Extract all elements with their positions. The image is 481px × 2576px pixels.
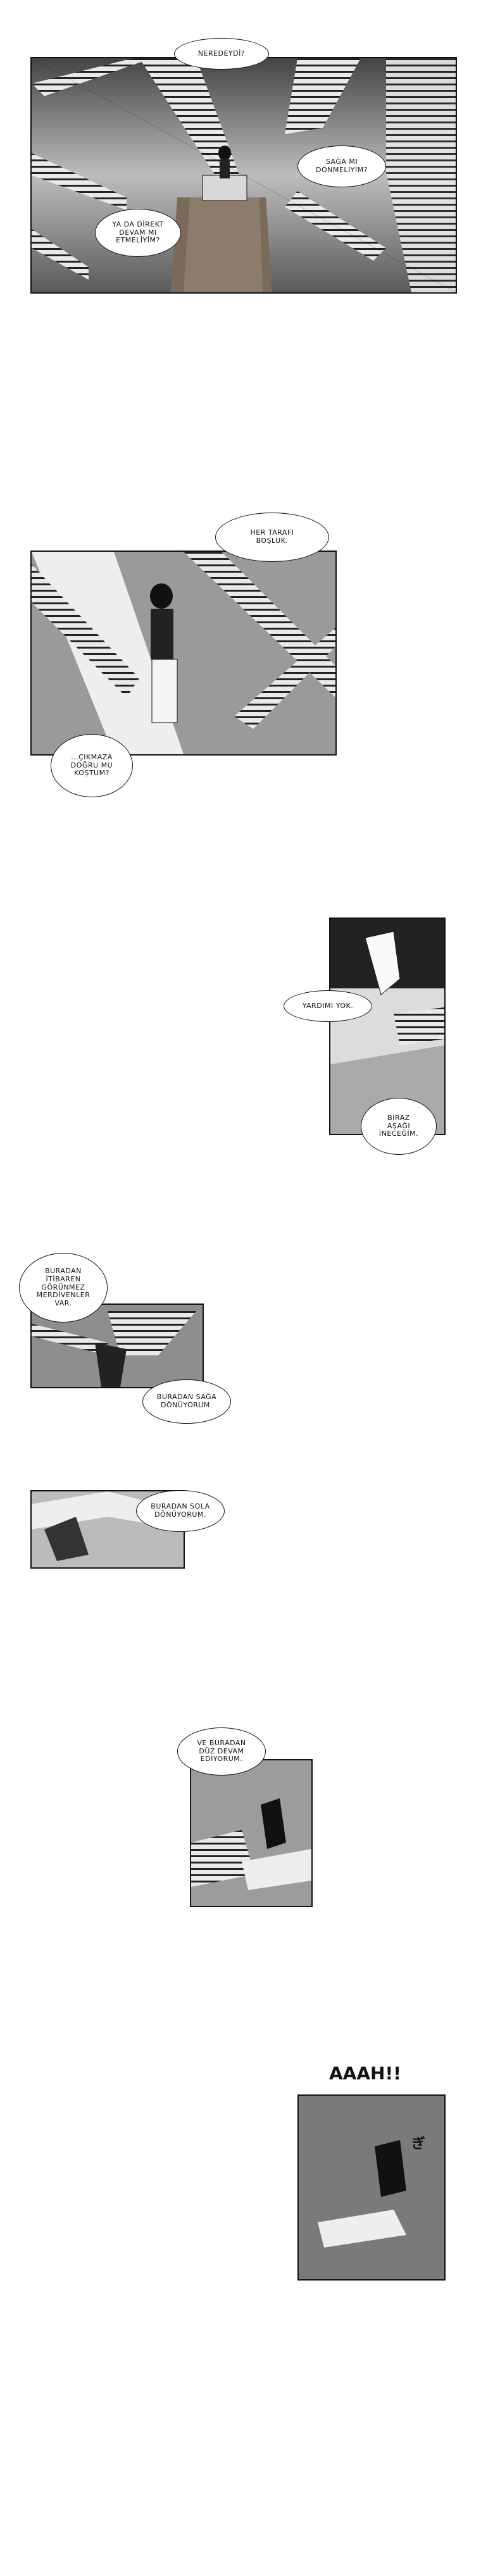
panel-1-art xyxy=(32,58,456,292)
panel-2-art xyxy=(32,552,335,754)
speech-bubble: BURADAN SAĞA DÖNÜYORUM. xyxy=(142,1379,231,1424)
comic-panel-3 xyxy=(329,918,446,1135)
speech-bubble: YARDIMI YOK. xyxy=(284,990,372,1022)
comic-panel-2 xyxy=(30,551,337,756)
speech-bubble: YA DA DİREKT DEVAM MI ETMELİYİM? xyxy=(95,209,181,257)
panel-7-art xyxy=(299,2096,444,2279)
panel-6-art xyxy=(191,1760,311,1906)
speech-bubble: BİRAZ AŞAĞI İNECEĞİM. xyxy=(361,1098,437,1155)
speech-bubble: BURADAN SOLA DÖNÜYORUM. xyxy=(136,1490,225,1532)
comic-panel-6 xyxy=(190,1759,313,1907)
sound-effect-small: ぎ xyxy=(411,2136,426,2152)
speech-bubble: ...ÇIKMAZA DOĞRU MU KOŞTUM? xyxy=(51,734,133,797)
speech-bubble: SAĞA MI DÖNMELİYİM? xyxy=(297,146,386,187)
speech-bubble: HER TARAFI BOŞLUK. xyxy=(215,513,329,562)
speech-bubble: NEREDEYDİ? xyxy=(174,38,269,70)
comic-panel-1 xyxy=(30,57,457,294)
sound-effect: AAAH!! xyxy=(329,2063,401,2084)
comic-panel-7 xyxy=(297,2094,446,2280)
speech-bubble: BURADAN İTİBAREN GÖRÜNMEZ MERDİVENLER VA… xyxy=(19,1253,108,1322)
speech-bubble: VE BURADAN DÜZ DEVAM EDİYORUM. xyxy=(177,1727,266,1776)
